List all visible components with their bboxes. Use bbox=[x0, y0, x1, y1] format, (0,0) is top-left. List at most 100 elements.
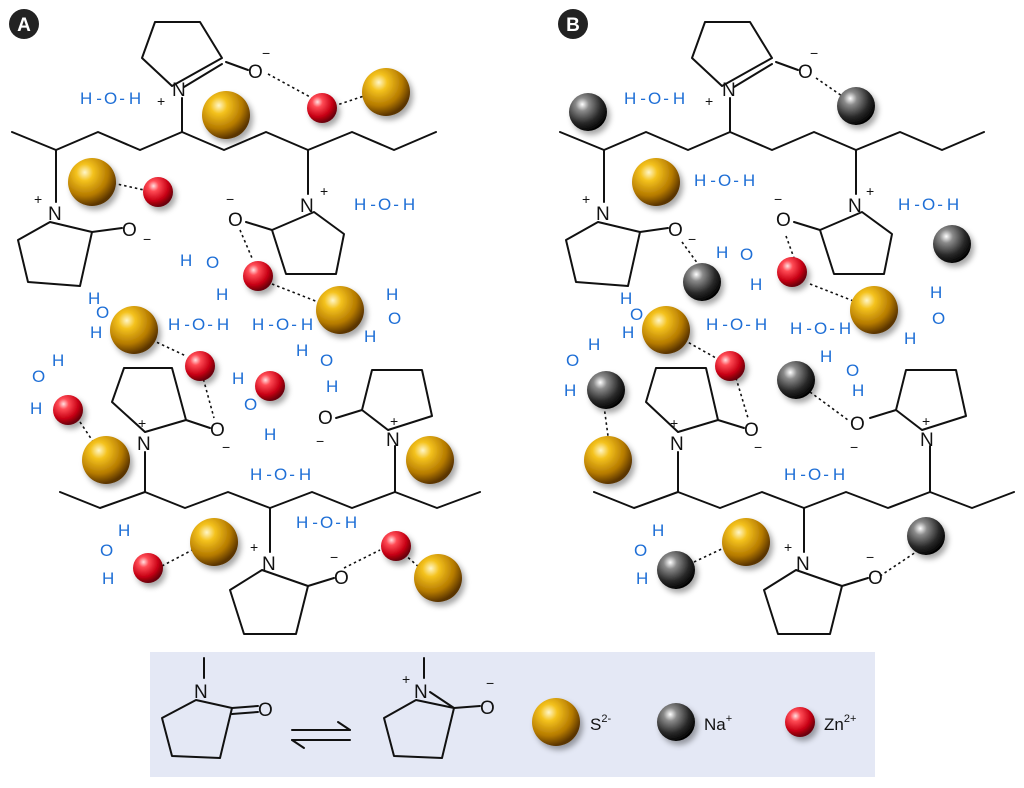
water-molecule: H-O-H bbox=[80, 89, 141, 108]
svg-text:H-O-H: H-O-H bbox=[252, 315, 313, 334]
svg-text:N: N bbox=[194, 682, 208, 703]
panel-a-label: A bbox=[9, 9, 39, 39]
svg-text:N: N bbox=[172, 80, 186, 101]
pyrrolidone-ring: N O + − bbox=[17, 149, 151, 287]
svg-text:−: − bbox=[262, 45, 270, 61]
legend: N O N O + − S2- Na+ bbox=[150, 652, 875, 777]
svg-text:H: H bbox=[52, 351, 64, 370]
svg-text:N: N bbox=[596, 204, 610, 225]
svg-text:+: + bbox=[390, 413, 398, 429]
svg-text:H-O-H: H-O-H bbox=[624, 89, 685, 108]
svg-text:H-O-H: H-O-H bbox=[168, 315, 229, 334]
svg-text:O: O bbox=[122, 220, 137, 241]
svg-text:H: H bbox=[620, 289, 632, 308]
svg-text:O: O bbox=[850, 414, 865, 435]
svg-text:H: H bbox=[364, 327, 376, 346]
pyrrolidone-ring: N O + − bbox=[691, 21, 818, 133]
svg-text:N: N bbox=[300, 196, 314, 217]
svg-text:O: O bbox=[320, 351, 333, 370]
sulfide-ion bbox=[362, 68, 410, 116]
svg-text:O: O bbox=[566, 351, 579, 370]
zinc-ion bbox=[307, 93, 337, 123]
svg-text:H: H bbox=[326, 377, 338, 396]
neutral-pyrrolidone: N O bbox=[161, 657, 273, 759]
water-molecule: H-O-H bbox=[898, 195, 959, 214]
svg-text:H: H bbox=[820, 347, 832, 366]
legend-item-zinc: Zn2+ bbox=[785, 707, 856, 737]
svg-text:B: B bbox=[566, 15, 580, 36]
ion-interactions bbox=[603, 77, 917, 577]
backbone-upper-a bbox=[11, 131, 437, 151]
svg-text:O: O bbox=[630, 305, 643, 324]
pyrrolidone-ring: N O + − bbox=[141, 21, 270, 133]
svg-text:−: − bbox=[226, 191, 234, 207]
water-molecule: HOH bbox=[634, 521, 664, 588]
sodium-ion bbox=[907, 517, 945, 555]
svg-text:N: N bbox=[796, 554, 810, 575]
svg-text:+: + bbox=[250, 539, 258, 555]
svg-text:H-O-H: H-O-H bbox=[296, 513, 357, 532]
water-molecule: HOH bbox=[364, 285, 401, 346]
svg-text:+: + bbox=[784, 539, 792, 555]
svg-text:H: H bbox=[716, 243, 728, 262]
svg-text:O: O bbox=[668, 220, 683, 241]
sulfide-ion bbox=[316, 286, 364, 334]
panel-b-label: B bbox=[558, 9, 588, 39]
svg-text:H: H bbox=[930, 283, 942, 302]
sodium-ion bbox=[657, 551, 695, 589]
svg-text:N: N bbox=[414, 682, 428, 703]
svg-text:O: O bbox=[244, 395, 257, 414]
water-molecule: HOH bbox=[564, 335, 600, 400]
svg-text:H: H bbox=[180, 251, 192, 270]
svg-text:H: H bbox=[386, 285, 398, 304]
svg-text:−: − bbox=[754, 439, 762, 455]
svg-text:O: O bbox=[740, 245, 753, 264]
pyrrolidone-ring: N O + − bbox=[565, 149, 696, 287]
water-molecule: HOH bbox=[30, 351, 64, 418]
svg-text:+: + bbox=[157, 93, 165, 109]
svg-text:H: H bbox=[90, 323, 102, 342]
svg-text:−: − bbox=[810, 45, 818, 61]
svg-text:A: A bbox=[17, 15, 31, 36]
water-molecule: H-O-H bbox=[624, 89, 685, 108]
svg-text:O: O bbox=[100, 541, 113, 560]
ions bbox=[569, 87, 971, 589]
sulfide-ion bbox=[110, 306, 158, 354]
svg-text:Zn2+: Zn2+ bbox=[824, 713, 856, 734]
svg-text:−: − bbox=[330, 549, 338, 565]
sulfide-ion bbox=[414, 554, 462, 602]
svg-text:H: H bbox=[232, 369, 244, 388]
svg-text:H-O-H: H-O-H bbox=[790, 319, 851, 338]
svg-text:O: O bbox=[32, 367, 45, 386]
sulfide-ion bbox=[722, 518, 770, 566]
water-molecule: H-O-H bbox=[706, 315, 767, 334]
svg-text:H: H bbox=[622, 323, 634, 342]
svg-text:O: O bbox=[798, 62, 813, 83]
sodium-ion bbox=[933, 225, 971, 263]
zinc-ion bbox=[243, 261, 273, 291]
svg-text:+: + bbox=[320, 183, 328, 199]
legend-item-sulfide: S2- bbox=[532, 698, 611, 746]
svg-text:H-O-H: H-O-H bbox=[706, 315, 767, 334]
water-molecule: HOH bbox=[88, 289, 109, 342]
svg-text:+: + bbox=[34, 191, 42, 207]
pyrrolidone-ring: N O + − bbox=[111, 367, 230, 493]
backbone-lower-a bbox=[59, 491, 481, 509]
water-molecule: H-O-H bbox=[252, 315, 313, 334]
svg-text:O: O bbox=[318, 408, 333, 429]
svg-text:H: H bbox=[564, 381, 576, 400]
svg-text:+: + bbox=[705, 93, 713, 109]
sodium-ion bbox=[683, 263, 721, 301]
sodium-ion bbox=[587, 371, 625, 409]
sulfide-ion bbox=[642, 306, 690, 354]
backbone-lower-b bbox=[593, 491, 1015, 509]
svg-text:O: O bbox=[744, 420, 759, 441]
svg-text:+: + bbox=[582, 191, 590, 207]
sulfide-ion bbox=[190, 518, 238, 566]
svg-text:−: − bbox=[866, 549, 874, 565]
sulfide-ion bbox=[202, 91, 250, 139]
pyrrolidone-ring: N O + − bbox=[226, 149, 345, 275]
svg-text:+: + bbox=[402, 671, 410, 687]
